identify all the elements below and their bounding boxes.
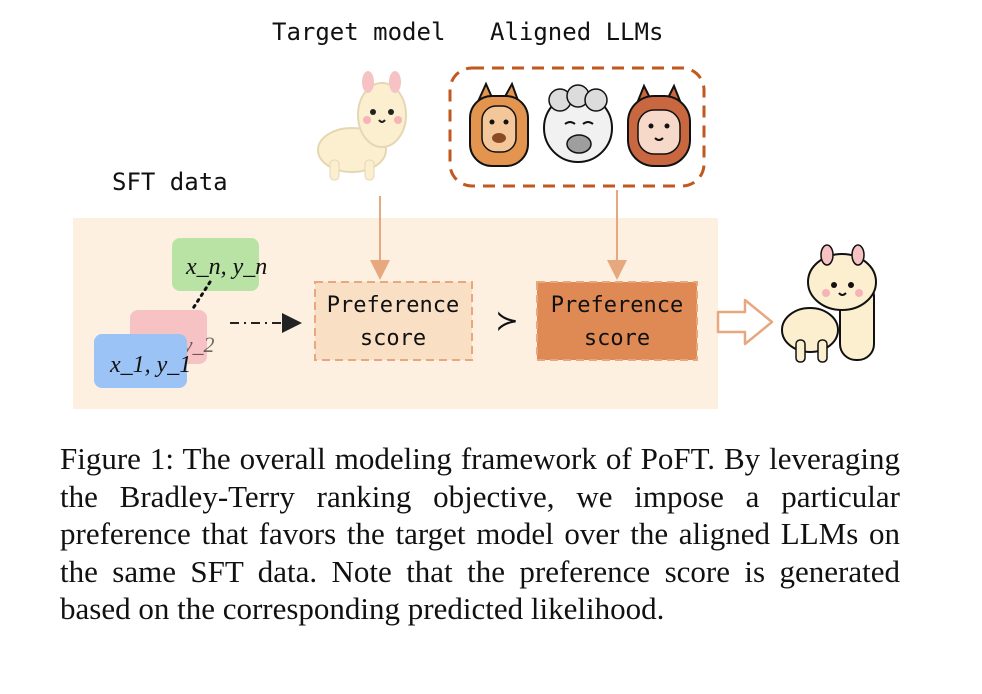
result-alpaca-icon: [781, 244, 877, 363]
pref-score-aligned-line1: Preference: [551, 293, 683, 318]
figure-caption: Figure 1: The overall modeling framework…: [60, 441, 900, 626]
sample-ellipsis: [190, 280, 212, 312]
pref-score-target-line2: score: [360, 326, 426, 351]
comparison-symbol: ≻: [495, 304, 518, 337]
pref-score-aligned-box: [536, 281, 698, 361]
framework-figure: Target model Aligned LLMs: [73, 18, 877, 409]
sample-1-label: x_1, y_1: [109, 352, 191, 378]
aligned-llm-3-icon: [627, 83, 691, 167]
output-arrow-icon: [716, 298, 774, 346]
aligned-llm-1-icon: [469, 81, 529, 167]
target-model-label: Target model: [272, 18, 445, 46]
pref-score-aligned-line2: score: [584, 326, 650, 351]
aligned-llms-label: Aligned LLMs: [490, 18, 663, 46]
aligned-llms-frame: [448, 66, 706, 188]
sft-data-label: SFT data: [112, 168, 228, 196]
sample-card-n: [172, 238, 259, 291]
pref-score-target-line1: Preference: [327, 293, 459, 318]
aligned-llm-2-icon: [543, 84, 613, 163]
sample-card-1: [94, 334, 187, 388]
sample-n-label: x_n, y_n: [185, 254, 267, 280]
target-alpaca-icon: [317, 71, 407, 181]
pref-score-target-box: [314, 281, 473, 361]
